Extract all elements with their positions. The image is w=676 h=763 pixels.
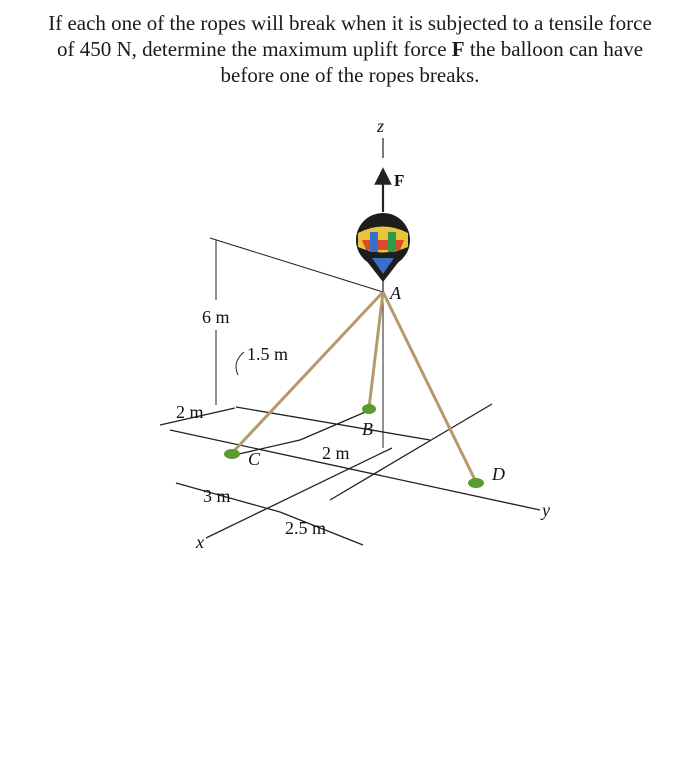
height-dim-label: 6 m xyxy=(202,307,230,327)
ground-lines xyxy=(159,403,541,546)
y-axis-label: y xyxy=(540,500,550,520)
ground-line-right xyxy=(329,403,493,501)
anchor-c xyxy=(224,449,240,459)
anchor-d xyxy=(468,478,484,488)
dim-1-5-leader xyxy=(235,351,245,376)
point-c-label: C xyxy=(248,449,261,469)
ground-line-c xyxy=(229,439,301,457)
ground-line-front xyxy=(175,482,281,513)
hot-air-balloon-icon xyxy=(356,213,410,292)
rope-ab xyxy=(367,291,385,409)
ground-line-x-axis xyxy=(205,447,393,539)
rope-ad xyxy=(381,291,478,483)
problem-statement: If each one of the ropes will break when… xyxy=(40,10,660,88)
y-axis-line xyxy=(169,429,541,511)
z-axis-label: z xyxy=(376,116,384,136)
force-label: F xyxy=(394,171,404,190)
ropes xyxy=(230,290,478,483)
rope-ac xyxy=(230,290,385,455)
ground-line-left xyxy=(159,407,236,426)
dim-2-left-label: 2 m xyxy=(176,402,204,422)
dim-2-5-label: 2.5 m xyxy=(285,518,326,538)
height-dim-top xyxy=(209,237,384,293)
anchor-b xyxy=(362,404,376,414)
point-d-label: D xyxy=(491,464,505,484)
problem-text-part-1: If each one of the ropes will break when… xyxy=(48,11,652,61)
dim-2-mid-label: 2 m xyxy=(322,443,350,463)
ground-line-front-right xyxy=(279,511,364,546)
x-axis-label: x xyxy=(195,532,204,552)
point-a-label: A xyxy=(389,283,402,303)
problem-text-part-2: the balloon can have before one of the r… xyxy=(220,37,644,87)
ground-line-b xyxy=(299,409,371,441)
point-b-label: B xyxy=(362,419,373,439)
dim-3-label: 3 m xyxy=(203,486,231,506)
ground-line-back xyxy=(235,406,431,441)
dim-1-5-label: 1.5 m xyxy=(247,344,288,364)
force-symbol: F xyxy=(451,37,465,61)
